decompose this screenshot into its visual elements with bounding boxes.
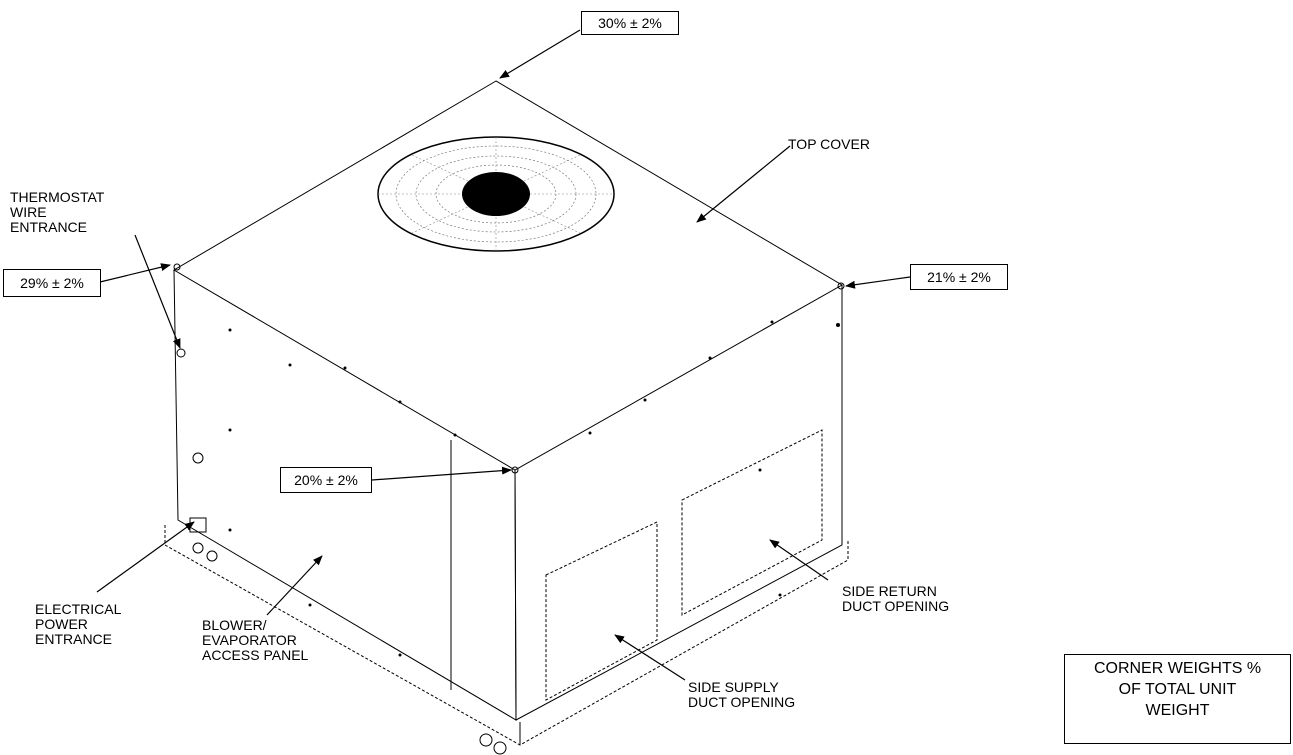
fan-motor-hub xyxy=(462,172,530,216)
leader-front-corner xyxy=(371,466,512,481)
leader-side-return xyxy=(769,539,829,581)
leader-thermostat xyxy=(134,234,181,349)
cabinet xyxy=(164,80,849,746)
top-cover-panel xyxy=(173,80,843,471)
leader-left-corner xyxy=(99,263,171,283)
fan-guard xyxy=(377,136,615,252)
legend-corner-weights: CORNER WEIGHTS % OF TOTAL UNIT WEIGHT xyxy=(1064,654,1291,744)
label-electrical-power-entrance: ELECTRICAL POWER ENTRANCE xyxy=(35,601,122,647)
leader-blower xyxy=(266,555,323,616)
leader-electrical xyxy=(96,521,195,593)
leader-right-corner xyxy=(845,276,911,289)
side-return-opening xyxy=(681,429,823,616)
label-thermostat-wire-entrance: THERMOSTAT WIRE ENTRANCE xyxy=(10,189,105,235)
label-side-supply-duct: SIDE SUPPLY DUCT OPENING xyxy=(688,679,796,710)
label-top-cover: TOP COVER xyxy=(788,136,870,152)
fasteners xyxy=(173,263,845,755)
label-side-return-duct: SIDE RETURN DUCT OPENING xyxy=(842,583,950,614)
right-side-panel xyxy=(514,285,843,721)
callout-front-corner: 20% ± 2% xyxy=(280,467,372,493)
callout-left-corner: 29% ± 2% xyxy=(3,269,101,297)
callout-right-corner: 21% ± 2% xyxy=(910,264,1008,290)
leader-top-cover xyxy=(696,145,791,223)
label-blower-access-panel: BLOWER/ EVAPORATOR ACCESS PANEL xyxy=(202,617,309,663)
side-supply-opening xyxy=(545,521,658,701)
leader-top-rear xyxy=(499,29,581,79)
callout-top-rear: 30% ± 2% xyxy=(581,11,679,35)
leader-side-supply xyxy=(614,634,686,681)
